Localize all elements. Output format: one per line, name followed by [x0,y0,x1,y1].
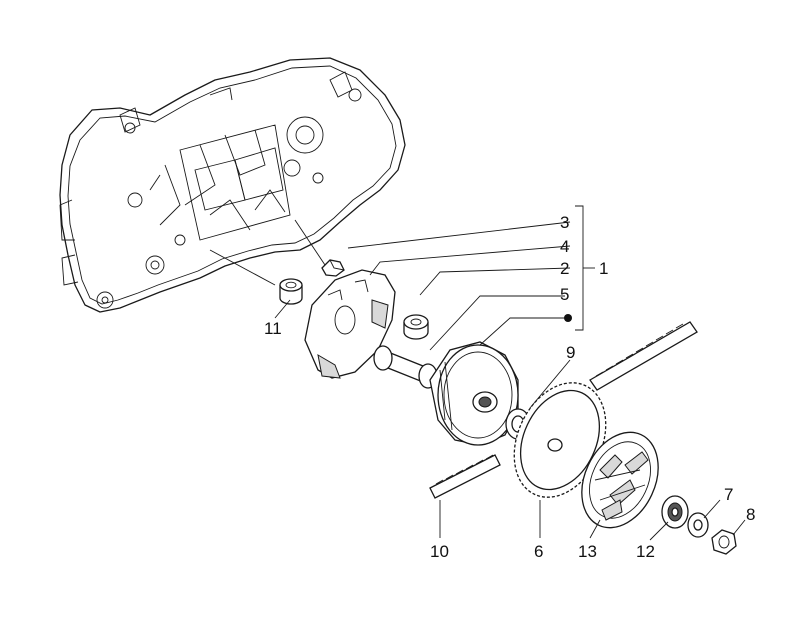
callout-8: 8 [746,505,755,524]
part-12-bearing [661,495,689,529]
part-3-slider-clip [321,259,345,277]
callout-10: 10 [430,542,449,561]
callout-1: 1 [599,259,608,278]
callout-11: 11 [264,319,282,338]
part-11-bushing [279,278,303,305]
part-7-washer [687,512,709,538]
crankcase-cover [59,57,406,313]
variator-pulley [429,341,519,446]
bullet-marker [564,314,572,322]
callout-labels: 1 3 4 2 5 9 11 10 6 13 12 7 8 [264,213,755,561]
part-4-ramp-plate [304,269,396,379]
part-8-nut [711,529,737,555]
leader-lines [209,205,746,541]
callout-13: 13 [578,542,597,561]
callout-2: 2 [560,259,569,278]
part-13-fan-pulley [581,431,659,529]
callout-6: 6 [534,542,543,561]
callout-4: 4 [560,237,569,256]
part-2-roller [403,314,429,340]
part-5-sleeve [373,345,438,389]
part-6-gear-ring [513,382,607,498]
callout-9: 9 [566,343,575,362]
callout-7: 7 [724,485,733,504]
callout-5: 5 [560,285,569,304]
drive-belt [429,321,698,499]
callout-3: 3 [560,213,569,232]
callout-12: 12 [636,542,655,561]
